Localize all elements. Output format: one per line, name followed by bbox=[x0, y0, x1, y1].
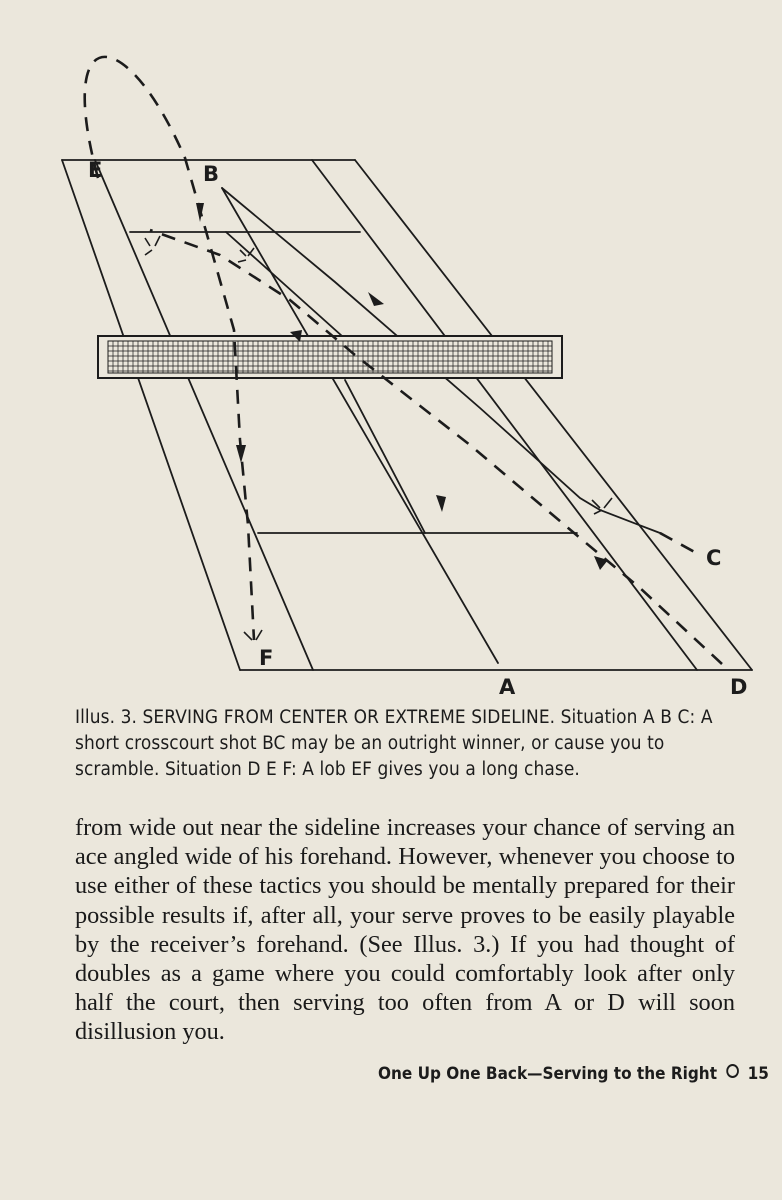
right-doubles-sideline bbox=[354, 159, 753, 671]
bounce-mark-1 bbox=[144, 235, 161, 256]
arrow-e-f-upper bbox=[196, 203, 204, 222]
trajectory-d-e bbox=[149, 228, 723, 665]
near-center-service-line bbox=[344, 379, 426, 534]
label-f: F bbox=[259, 646, 273, 670]
trajectory-e-f bbox=[83, 55, 256, 641]
arrow-e-f-lower bbox=[236, 445, 246, 463]
circle-ornament-icon bbox=[726, 1064, 739, 1078]
net-mesh-verticals bbox=[112, 341, 549, 373]
court-lines bbox=[61, 159, 753, 671]
bounce-marks bbox=[144, 235, 613, 641]
bounce-mark-3 bbox=[591, 497, 613, 515]
bounce-mark-2 bbox=[237, 247, 255, 263]
bounce-mark-4 bbox=[243, 629, 263, 641]
left-doubles-sideline bbox=[61, 159, 241, 671]
trajectory-c-tail bbox=[659, 531, 701, 557]
label-c: C bbox=[706, 546, 721, 570]
body-text: from wide out near the sideline increase… bbox=[75, 813, 735, 1047]
left-singles-sideline bbox=[94, 159, 314, 671]
court-diagram: E B C F A D bbox=[40, 40, 770, 700]
arrow-d-e-lower bbox=[594, 556, 608, 570]
net bbox=[97, 335, 563, 379]
arrow-d-e bbox=[290, 330, 302, 342]
body-paragraph: from wide out near the sideline increase… bbox=[75, 814, 735, 1046]
label-b: B bbox=[203, 162, 219, 186]
arrowheads bbox=[196, 203, 608, 570]
illustration-caption: Illus. 3. SERVING FROM CENTER OR EXTREME… bbox=[75, 707, 713, 780]
trajectory-a-b bbox=[221, 187, 499, 664]
running-footer: One Up One Back—Serving to the Right 15 bbox=[378, 1064, 769, 1084]
label-a: A bbox=[499, 675, 516, 699]
running-title: One Up One Back—Serving to the Right bbox=[378, 1064, 718, 1084]
label-e: E bbox=[88, 158, 102, 182]
arrow-b-c bbox=[368, 292, 384, 306]
arrow-a-b bbox=[436, 495, 446, 512]
trajectory-b-c bbox=[221, 187, 661, 534]
page-number: 15 bbox=[747, 1064, 769, 1084]
dashed-trajectories bbox=[83, 55, 723, 665]
right-singles-sideline bbox=[311, 159, 698, 671]
court-diagram-svg: E B C F A D bbox=[61, 55, 753, 699]
label-d: D bbox=[730, 675, 747, 699]
far-center-service-line bbox=[225, 231, 343, 337]
